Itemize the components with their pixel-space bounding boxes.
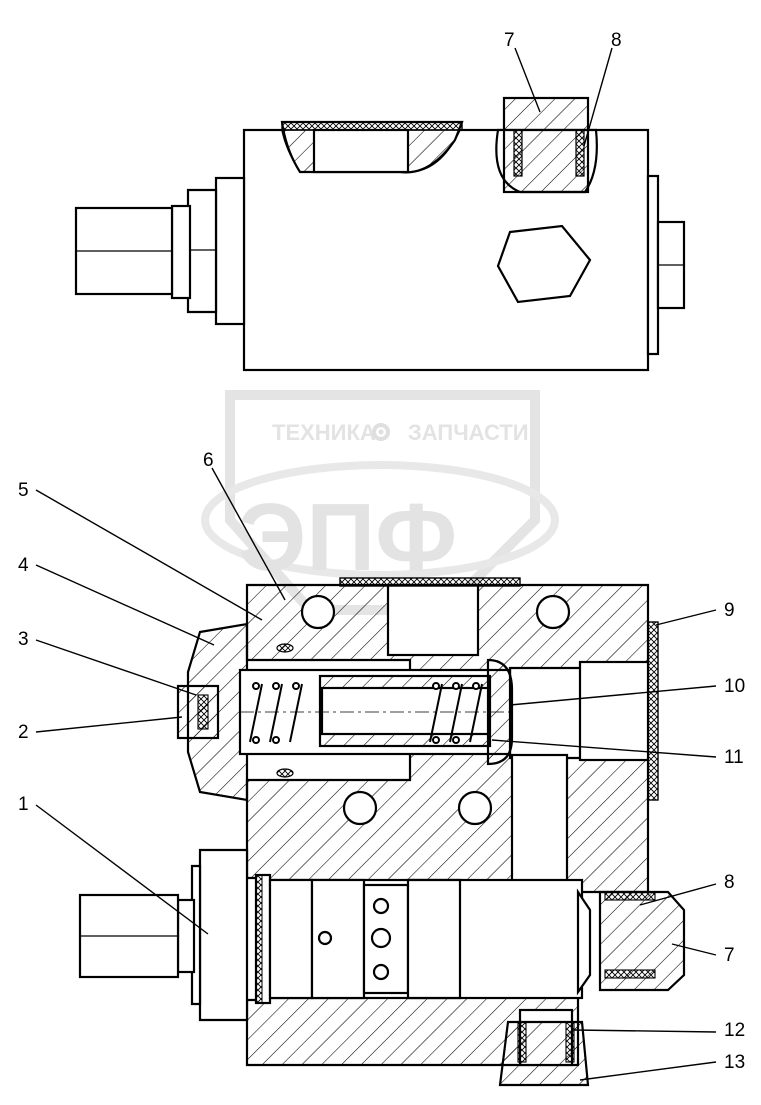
watermark-line1: ТЕХНИКА: [272, 420, 376, 445]
top-left-nut: [186, 188, 218, 314]
top-left-nut-ring: [214, 176, 246, 326]
callout-2: 2: [18, 722, 29, 743]
top-view: [74, 96, 686, 372]
callout-10: 10: [724, 676, 745, 697]
section-view: [78, 577, 686, 1087]
callouts: 7 8 6 5 4 3 2 1 9 10 11 8 7 12 13: [18, 30, 745, 1073]
plug-13: [498, 1020, 590, 1087]
callout-1: 1: [18, 794, 29, 815]
callout-7-bottom: 7: [724, 945, 735, 966]
spring-right: [429, 682, 483, 744]
top-port: [386, 583, 480, 657]
callout-8-bottom: 8: [724, 872, 735, 893]
plug-7-bottom: [598, 890, 686, 992]
callout-12: 12: [724, 1020, 745, 1041]
leader-lines: [35, 47, 717, 1081]
callout-7-top: 7: [504, 30, 515, 51]
callout-5: 5: [18, 480, 29, 501]
callout-13: 13: [724, 1052, 745, 1073]
seal-9: [647, 621, 659, 801]
callout-6: 6: [203, 450, 214, 471]
callout-3: 3: [18, 629, 29, 650]
watermark-line2: ЗАПЧАСТИ: [408, 420, 529, 445]
spring-left: [249, 682, 303, 744]
callout-8-top: 8: [611, 30, 622, 51]
watermark-logo: ЭПФ: [238, 484, 457, 591]
callout-11: 11: [724, 747, 744, 768]
callout-9: 9: [724, 600, 735, 621]
top-hex-plug: [496, 224, 592, 304]
callout-4: 4: [18, 555, 29, 576]
watermark: ТЕХНИКА ЗАПЧАСТИ ЭПФ: [201, 390, 559, 615]
gear-icon: [372, 423, 390, 441]
